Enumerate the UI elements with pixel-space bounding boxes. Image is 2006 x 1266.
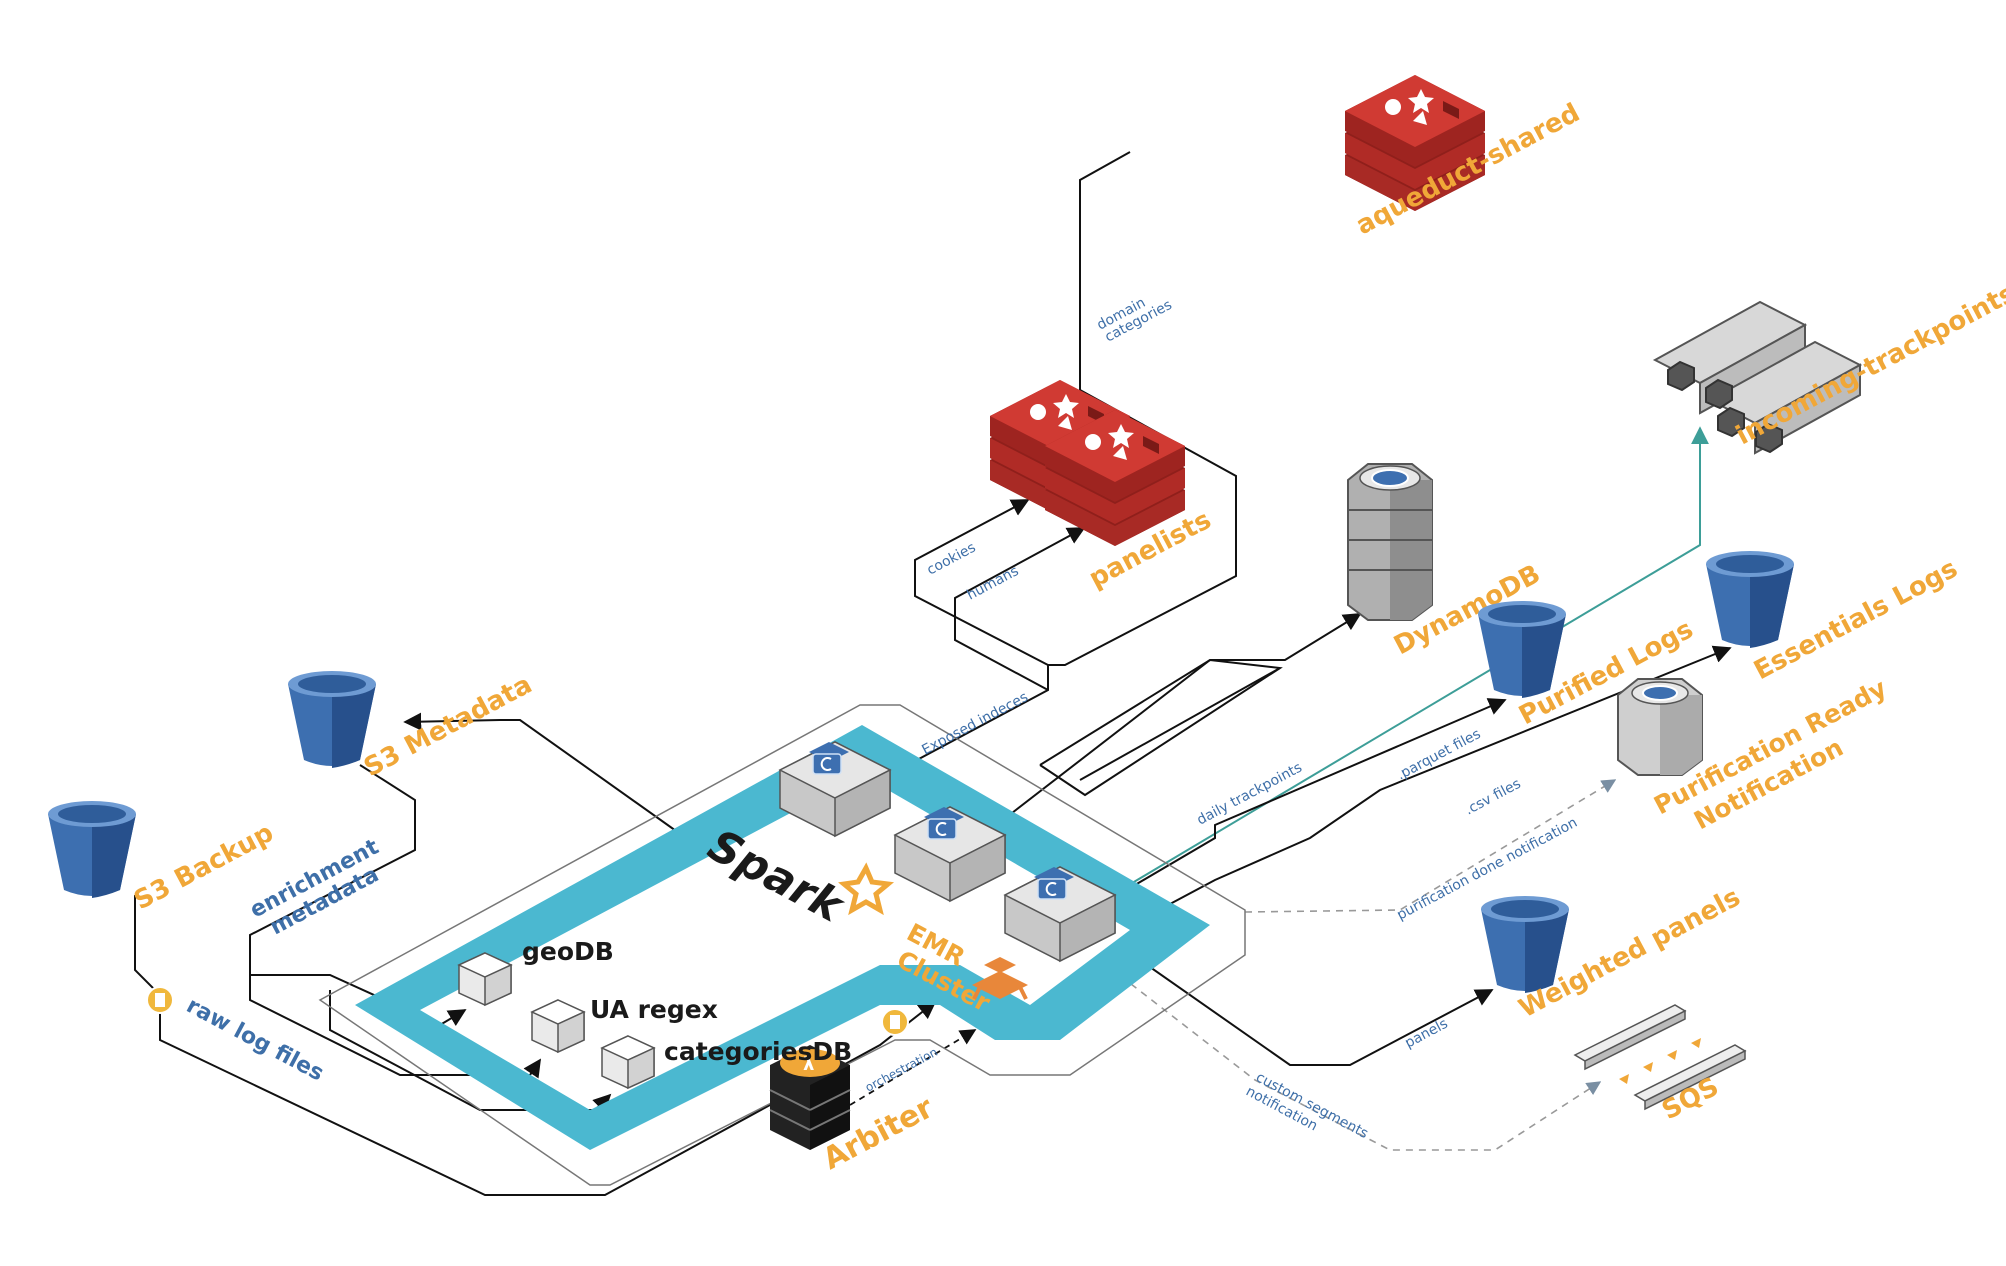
edge-label-exposed-indeces: Exposed indeces <box>919 689 1030 758</box>
categoriesdb-cube-icon <box>601 1035 655 1089</box>
s3-metadata-label: S3 Metadata <box>359 670 537 784</box>
edge-label-orchestration: orchestration <box>863 1045 940 1095</box>
edge-csv <box>1154 645 1732 913</box>
edge-label-panels: panels <box>1402 1016 1450 1052</box>
edge-panels <box>1139 959 1494 1066</box>
edge-parquet <box>1134 698 1507 886</box>
geodb-cube-icon <box>458 952 512 1006</box>
orchestration-file-badge-icon <box>881 1008 909 1036</box>
purification-ready-sns-icon <box>1617 678 1703 776</box>
geodb-label: geoDB <box>522 937 614 966</box>
arbiter-lambda-icon: λ <box>769 1045 851 1150</box>
edge-orchestration <box>849 1029 977 1106</box>
edge-label-parquet-files: .parquet files <box>1394 726 1483 783</box>
edge-humans <box>954 527 1086 691</box>
edge-label-humans: humans <box>964 563 1021 603</box>
edge-cookies <box>914 499 1049 666</box>
spark-star-icon <box>838 862 895 916</box>
essentials-logs-bucket-icon <box>1706 551 1794 648</box>
s3-backup-bucket-icon <box>48 801 136 898</box>
edge-daily-trackpoints <box>1069 426 1709 921</box>
edge-label-csv-files: .csv files <box>1462 776 1523 819</box>
cluster-outline <box>318 704 1246 1186</box>
edge-custom-segments <box>1099 959 1602 1151</box>
svg-text:λ: λ <box>803 1054 814 1075</box>
dynamodb-icon <box>1347 463 1433 621</box>
emr-cluster-icon <box>972 957 1028 1000</box>
raw-log-file-badge-icon <box>146 986 174 1014</box>
edge-domain-categories <box>870 151 1237 785</box>
spark-logo-text: Spark <box>700 820 853 934</box>
edge-dynamodb-box2 <box>1079 667 1281 781</box>
edge-dynamodb <box>989 613 1362 831</box>
edge-dynamodb-box <box>1039 658 1283 797</box>
edge-label-raw-log-files: raw log files <box>182 993 328 1086</box>
edge-label-cookies: cookies <box>924 540 978 579</box>
sqs-queue-icon <box>1573 1004 1747 1111</box>
categoriesdb-label: categoriesDB <box>664 1037 852 1066</box>
ua-regex-label: UA regex <box>590 995 718 1024</box>
edge-s3-metadata <box>403 712 701 849</box>
incoming-trackpoints-cluster-icon <box>1652 300 1863 455</box>
s3-metadata-bucket-icon <box>288 671 376 768</box>
ua-regex-cube-icon <box>531 999 585 1053</box>
edge-enrichment-ua <box>249 975 541 1079</box>
